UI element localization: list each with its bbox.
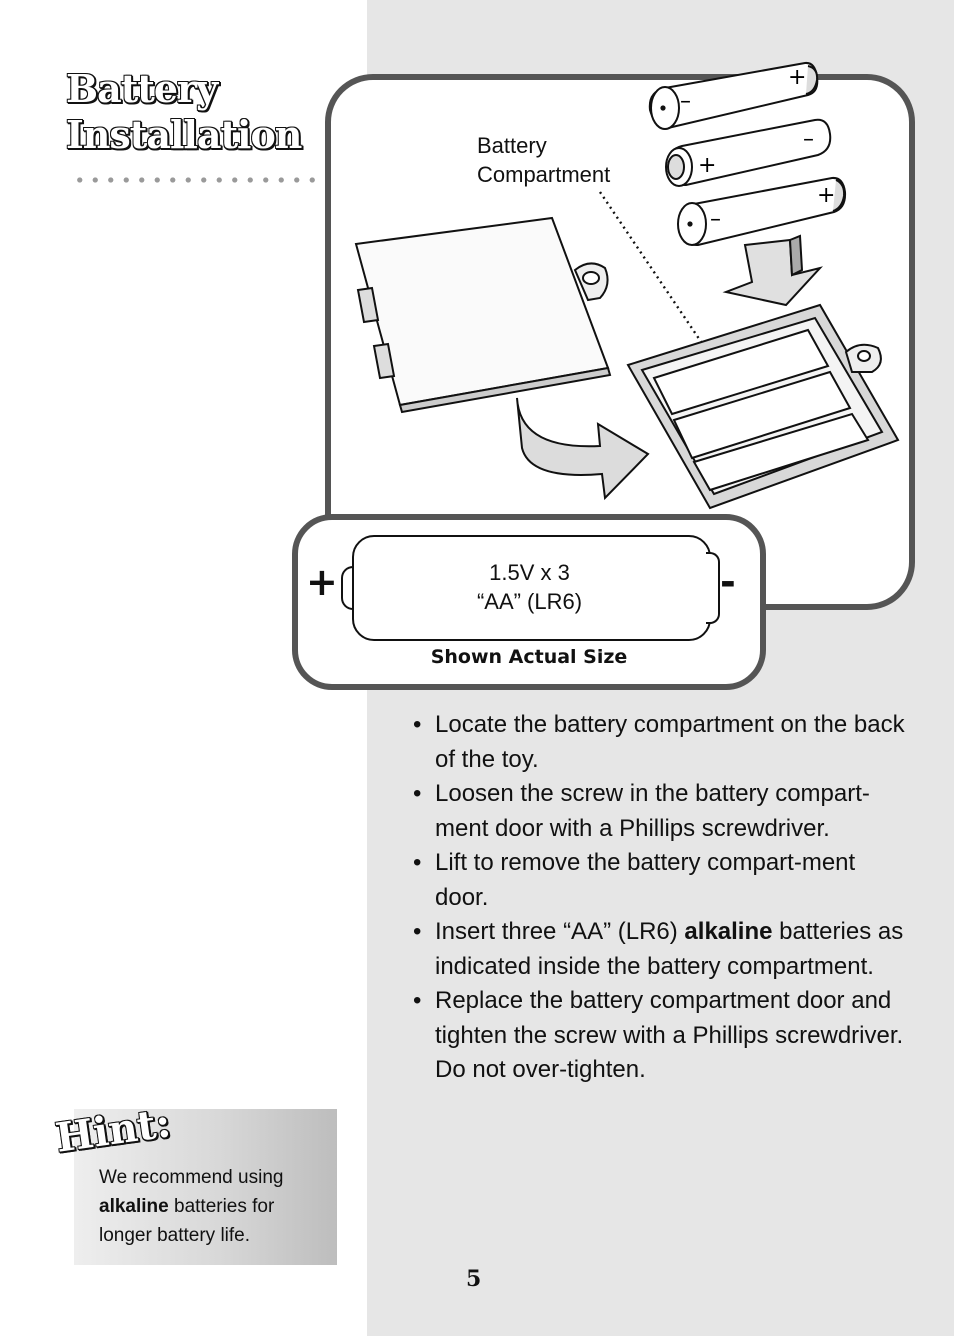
step-text: batteries as indicated inside the batter… [435, 918, 904, 980]
battery-negative-terminal [706, 552, 720, 624]
battery-bottom-plus: + [817, 183, 835, 208]
battery-installation-illustration: – + + – – + [354, 61, 900, 510]
battery-middle [665, 118, 832, 187]
battery-spec-line-1: 1.5V x 3 [489, 560, 570, 585]
installation-steps: Locate the battery compartment on the ba… [413, 708, 913, 1088]
battery-bottom [677, 176, 847, 247]
battery-top-minus: – [680, 89, 691, 114]
negative-sign: - [720, 560, 736, 604]
actual-size-caption: Shown Actual Size [430, 646, 628, 668]
step-emphasis: alkaline [684, 918, 773, 945]
hint-emphasis: alkaline [99, 1196, 169, 1217]
battery-compartment-label: Battery Compartment [477, 131, 610, 189]
step-item: Insert three “AA” (LR6) alkaline batteri… [413, 915, 913, 984]
page-number: 5 [466, 1266, 482, 1292]
hint-text-end: batteries for longer battery life. [99, 1196, 275, 1246]
step-text: Insert three “AA” (LR6) [435, 918, 685, 945]
step-item: Locate the battery compartment on the ba… [413, 708, 913, 777]
compartment-label-line-2: Compartment [477, 162, 611, 187]
step-item: Loosen the screw in the battery compart-… [413, 777, 913, 846]
title-line-1: Battery [66, 66, 218, 111]
battery-spec: 1.5V x 3 “AA” (LR6) [352, 558, 707, 616]
step-item: Replace the battery compartment door and… [413, 984, 913, 1088]
compartment-door [354, 216, 612, 414]
hint-text-start: We recommend using [99, 1167, 284, 1188]
positive-sign: + [306, 560, 338, 604]
page-title: Battery Installation [66, 66, 346, 158]
title-line-2: Installation [66, 112, 302, 157]
battery-top [648, 61, 819, 130]
battery-top-plus: + [788, 65, 806, 90]
hint-text: We recommend using alkaline batteries fo… [99, 1163, 329, 1250]
step-item: Lift to remove the battery compart-ment … [413, 846, 913, 915]
compartment-label-line-1: Battery [477, 133, 547, 158]
curved-arrow-icon [516, 397, 650, 501]
battery-actual-size-body [352, 535, 711, 641]
battery-middle-minus: – [803, 127, 814, 152]
battery-spec-line-2: “AA” (LR6) [476, 589, 583, 614]
battery-middle-plus: + [698, 153, 716, 178]
hint-box [74, 1109, 337, 1265]
battery-bottom-minus: – [710, 207, 721, 232]
dotted-divider [72, 176, 322, 184]
battery-compartment-tray [626, 303, 900, 510]
down-arrow-icon [722, 234, 823, 307]
